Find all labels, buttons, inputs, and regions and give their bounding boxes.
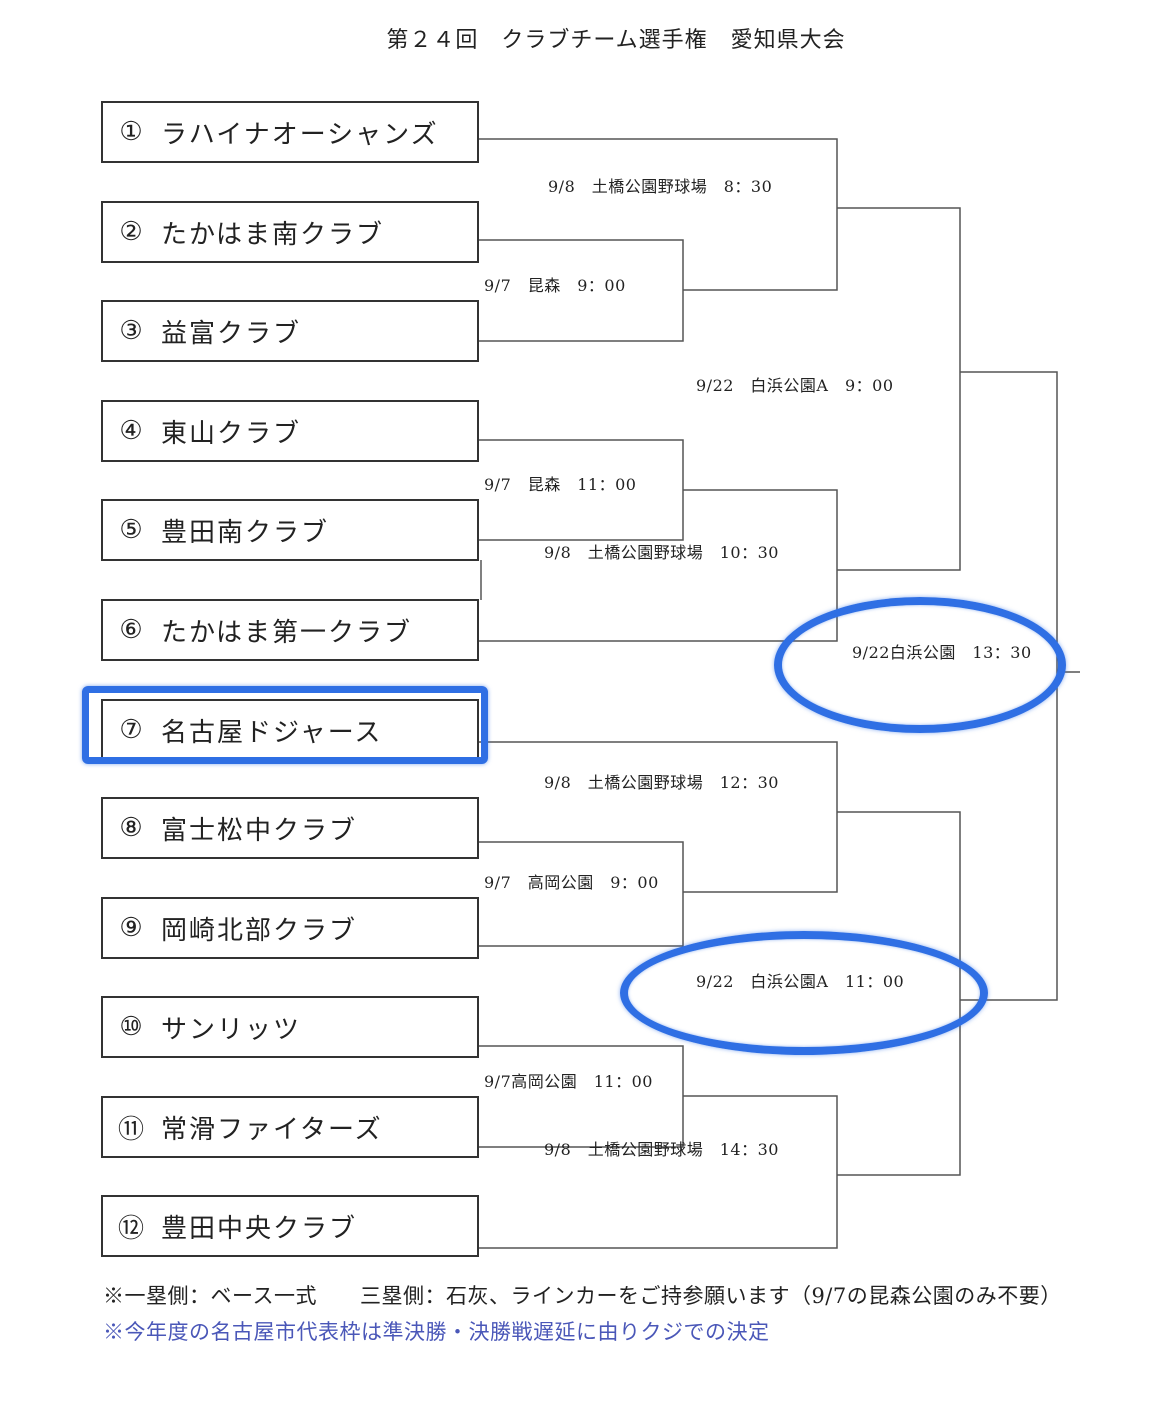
team-name: 益富クラブ	[161, 318, 302, 349]
seed-number: ⑦	[119, 715, 145, 745]
team-entry: ⑩ サンリッツ	[101, 996, 479, 1058]
team-name: サンリッツ	[161, 1014, 302, 1045]
seed-number: ⑫	[117, 1213, 146, 1244]
game-label-r1-b: 9/7 昆森 11：00	[484, 475, 637, 494]
team-entry: ⑤ 豊田南クラブ	[101, 499, 479, 561]
team-entry: ③ 益富クラブ	[101, 300, 479, 362]
team-name: 豊田中央クラブ	[161, 1213, 358, 1244]
seed-number: ⑩	[119, 1012, 145, 1042]
seed-number: ①	[119, 117, 145, 147]
team-entry: ⑧ 富士松中クラブ	[101, 797, 479, 859]
team-name: 岡崎北部クラブ	[161, 915, 358, 946]
seed-number: ⑨	[119, 913, 145, 943]
team-name: 豊田南クラブ	[161, 517, 330, 548]
team-entry: ⑪ 常滑ファイターズ	[101, 1096, 479, 1158]
game-label-r1-c: 9/7 高岡公園 9：00	[484, 873, 659, 892]
highlight-ellipse-final	[774, 597, 1066, 733]
team-entry: ⑥ たかはま第一クラブ	[101, 599, 479, 661]
team-name: 常滑ファイターズ	[161, 1114, 383, 1145]
seed-number: ⑤	[119, 515, 145, 545]
team-name: 東山クラブ	[161, 418, 302, 449]
team-name: たかはま南クラブ	[161, 219, 384, 250]
team-name: 名古屋ドジャース	[161, 717, 383, 748]
game-label-r2-c: 9/8 土橋公園野球場 12：30	[544, 773, 779, 792]
team-entry: ② たかはま南クラブ	[101, 201, 479, 263]
game-label-r2-a: 9/8 土橋公園野球場 8：30	[548, 177, 773, 196]
game-label-r1-a: 9/7 昆森 9：00	[484, 276, 626, 295]
team-entry-highlighted: ⑦ 名古屋ドジャース	[101, 699, 479, 761]
highlight-box	[82, 686, 488, 764]
team-entry: ⑨ 岡崎北部クラブ	[101, 897, 479, 959]
note-equipment: ※一塁側：ベース一式 三塁側：石灰、ラインカーをご持参願います（9/7の昆森公園…	[103, 1284, 1062, 1308]
team-entry: ⑫ 豊田中央クラブ	[101, 1195, 479, 1257]
page-title: 第２４回 クラブチーム選手権 愛知県大会	[386, 28, 846, 53]
highlight-ellipse-semifinal	[620, 931, 988, 1055]
note-nagoya: ※今年度の名古屋市代表枠は準決勝・決勝戦遅延に由りクジでの決定	[103, 1320, 770, 1344]
seed-number: ③	[119, 316, 145, 346]
team-name: 富士松中クラブ	[161, 815, 358, 846]
game-label-r1-d: 9/7高岡公園 11：00	[484, 1072, 653, 1091]
seed-number: ②	[119, 217, 145, 247]
seed-number: ⑪	[117, 1114, 146, 1145]
game-label-r2-b: 9/8 土橋公園野球場 10：30	[544, 543, 779, 562]
seed-number: ⑥	[119, 615, 145, 645]
game-label-r2-d: 9/8 土橋公園野球場 14：30	[544, 1140, 779, 1159]
game-label-semifinal-1: 9/22 白浜公園A 9：00	[696, 376, 894, 395]
team-entry: ④ 東山クラブ	[101, 400, 479, 462]
team-entry: ① ラハイナオーシャンズ	[101, 101, 479, 163]
team-name: ラハイナオーシャンズ	[161, 119, 439, 150]
seed-number: ⑧	[119, 813, 145, 843]
team-name: たかはま第一クラブ	[161, 617, 412, 648]
seed-number: ④	[119, 416, 145, 446]
